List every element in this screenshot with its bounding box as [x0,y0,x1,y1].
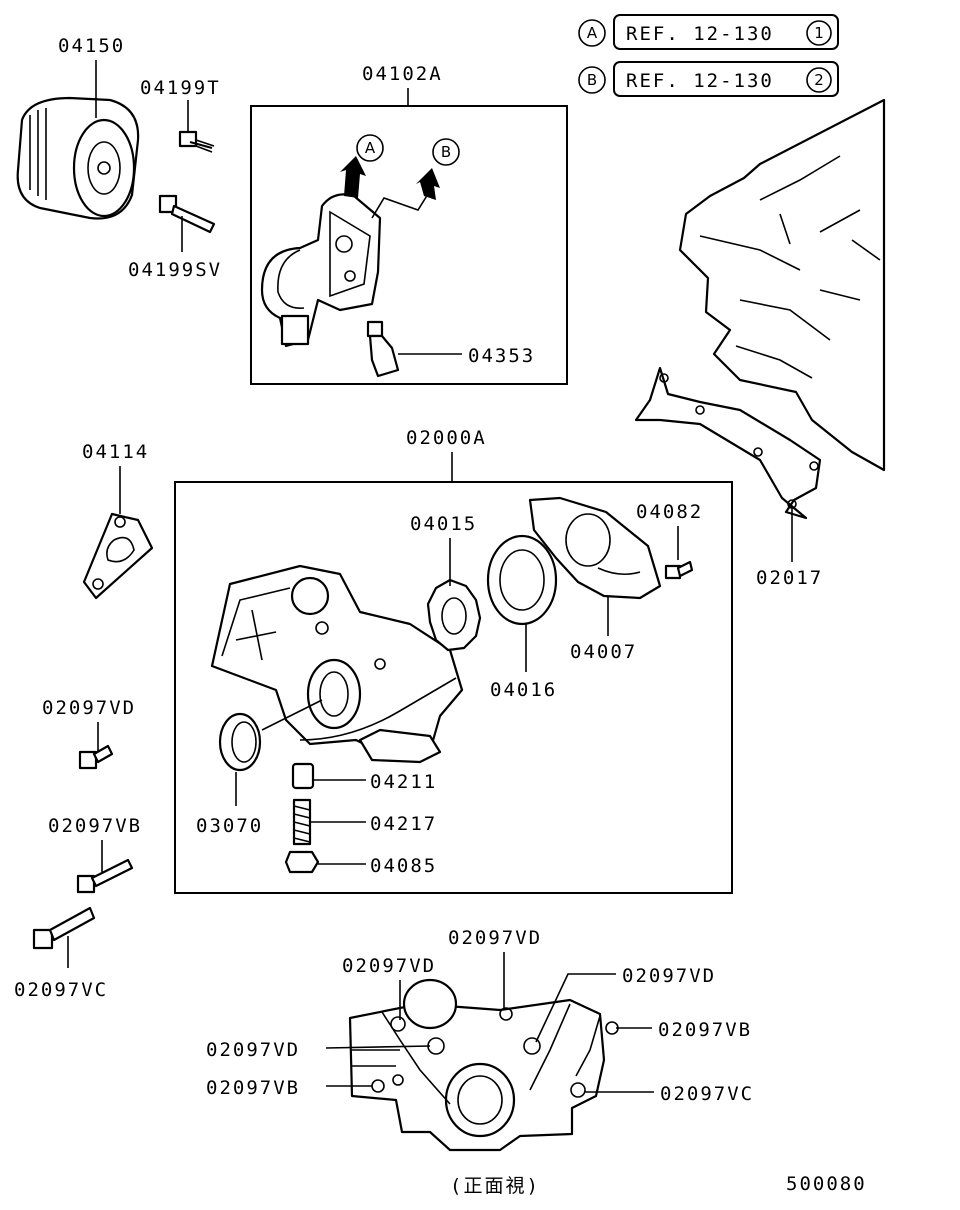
diagram-id: 500080 [786,1173,867,1195]
label-04211: 04211 [370,771,437,793]
label-04217: 04217 [370,813,437,835]
label-front-02097vd-topleft: 02097VD [342,955,436,977]
relief-plunger-drawing [291,762,315,790]
screw-04082-drawing [664,560,694,580]
label-04007: 04007 [570,641,637,663]
ref-a-letter: A [587,24,598,42]
label-front-02097vb-right: 02097VB [658,1019,752,1041]
reference-legend-b: B REF. 12-130 2 [578,61,839,97]
label-04085: 04085 [370,855,437,877]
oil-seal-drawing [218,712,262,772]
oil-filter-drawing [16,96,140,220]
label-02017: 02017 [756,567,823,589]
bolt-04199t-drawing [178,130,215,153]
engine-block-fragment [678,98,886,472]
oil-pump-case-drawing [210,564,464,764]
label-04199t: 04199T [140,77,221,99]
inner-rotor-drawing [426,578,482,652]
label-04353: 04353 [468,345,535,367]
label-front-02097vd-left: 02097VD [206,1039,300,1061]
label-04114: 04114 [82,441,149,463]
arrow-b-letter: B [441,143,451,161]
bolt-02097vc-drawing [32,906,96,950]
label-02097vb-left: 02097VB [48,815,142,837]
label-04016: 04016 [490,679,557,701]
ref-b-text: REF. 12-130 [626,70,774,92]
plug-04085-drawing [284,850,320,874]
gasket-04114-drawing [82,512,154,600]
relief-spring-drawing [292,798,312,846]
oil-pump-group-box [174,481,733,894]
label-04102a: 04102A [362,63,443,85]
front-view-caption: (正面視) [450,1175,540,1197]
ref-b-number: 2 [814,71,824,89]
pump-cover-drawing [528,496,662,600]
flow-arrow-a: A [340,134,384,198]
bolt-02097vd-drawing [78,744,114,770]
label-04015: 04015 [410,513,477,535]
arrow-a-letter: A [365,139,376,157]
label-03070: 03070 [196,815,263,837]
label-front-02097vb-left: 02097VB [206,1077,300,1099]
ref-b-letter: B [587,71,597,89]
bracket-group-box [250,105,568,385]
label-04082: 04082 [636,501,703,523]
outer-rotor-drawing [486,534,558,626]
oil-filter-bracket-drawing [260,193,382,348]
label-02097vc-left: 02097VC [14,979,108,1001]
label-02000a: 02000A [406,427,487,449]
ref-a-text: REF. 12-130 [626,23,774,45]
ref-a-number: 1 [814,24,824,42]
label-04150: 04150 [58,35,125,57]
gasket-02017-drawing [634,366,822,520]
front-view-pump-drawing [348,978,619,1152]
bolt-04199sv-drawing [158,194,216,234]
label-02097vd-left: 02097VD [42,697,136,719]
label-04199sv: 04199SV [128,259,222,281]
label-front-02097vc-right: 02097VC [660,1083,754,1105]
flow-arrow-b: B [371,138,460,219]
bolt-02097vb-drawing [76,858,134,894]
label-front-02097vd-top: 02097VD [448,927,542,949]
label-front-02097vd-right: 02097VD [622,965,716,987]
oil-pressure-switch-drawing [366,320,400,378]
reference-legend-a: A REF. 12-130 1 [578,14,839,50]
